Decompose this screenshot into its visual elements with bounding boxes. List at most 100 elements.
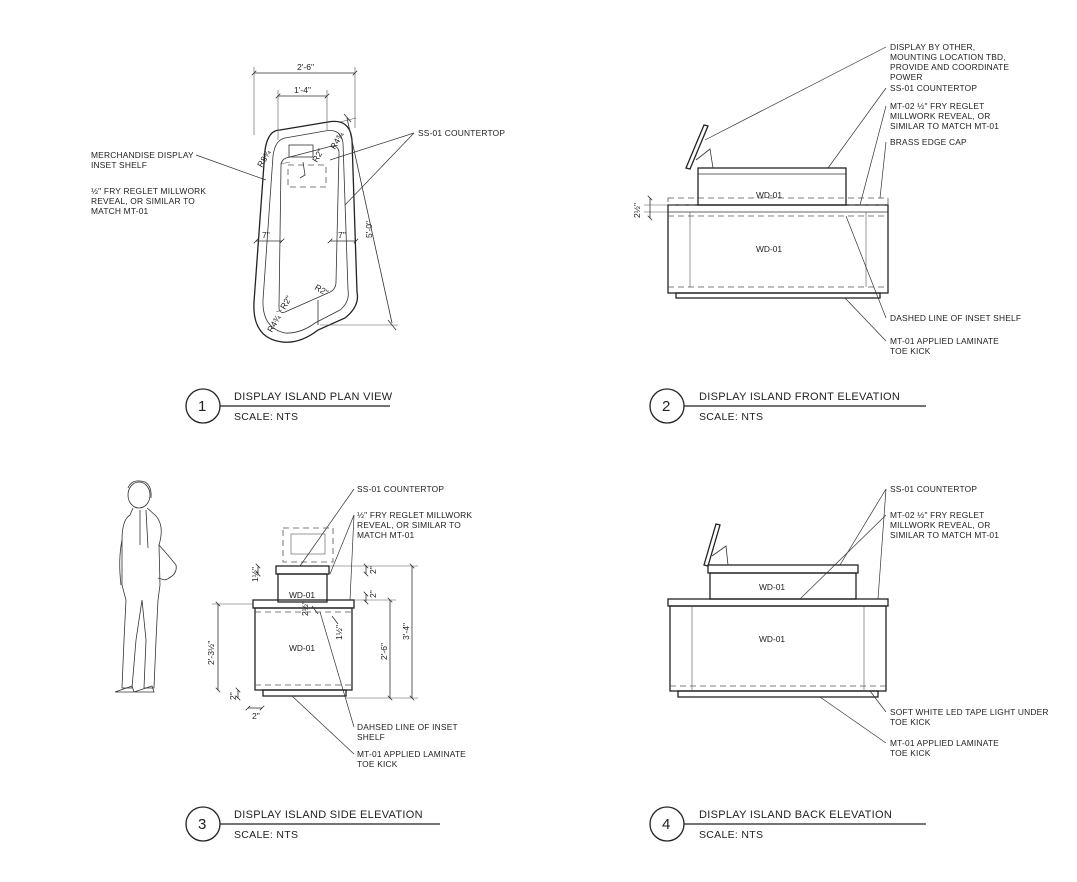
side-note-dashed-2: SHELF <box>357 732 385 742</box>
plan-inner-outline <box>262 130 349 334</box>
front-tag-upper: WD-01 <box>756 190 782 200</box>
note-reglet-2: REVEAL, OR SIMILAR TO <box>91 196 195 206</box>
side-toe-kick <box>262 689 347 697</box>
back-tag-upper: WD-01 <box>759 582 785 592</box>
back-elevation: WD-01 WD-01 SS-01 COUNTERTOP MT-02 ½" FR… <box>667 484 1049 758</box>
dim-right-offset: 7" <box>338 230 346 240</box>
human-figure <box>114 480 177 693</box>
plan-view: 2'-6" 1'-4" 7" 7" 5'-0" R8¾ R2" R4¾ R2" … <box>91 62 505 343</box>
front-note-mt02-3: SIMILAR TO MATCH MT-01 <box>890 121 999 131</box>
dim-left-offset: 7" <box>262 230 270 240</box>
view-title-3: DISPLAY ISLAND SIDE ELEVATION <box>234 809 423 821</box>
plan-monitor-base <box>287 164 327 188</box>
side-dim-lower: 2'-3½" <box>206 641 216 665</box>
back-note-mt02-2: MILLWORK REVEAL, OR <box>890 520 990 530</box>
front-note-display-1: DISPLAY BY OTHER, <box>890 42 975 52</box>
note-merch-1: MERCHANDISE DISPLAY <box>91 150 194 160</box>
view-number-2: 2 <box>662 398 670 415</box>
front-elevation: WD-01 WD-01 2½" DISPLAY BY OTHER, MOUNTI… <box>632 42 1021 356</box>
side-tag-upper: WD-01 <box>289 590 315 600</box>
note-reglet-3: MATCH MT-01 <box>91 206 149 216</box>
view-title-4: DISPLAY ISLAND BACK ELEVATION <box>699 809 892 821</box>
back-note-ss01: SS-01 COUNTERTOP <box>890 484 977 494</box>
dim-length: 5'-0" <box>364 221 374 238</box>
front-note-ss01: SS-01 COUNTERTOP <box>890 83 977 93</box>
side-dim-mid: 2'-6" <box>379 643 389 660</box>
dim-radius-2: R2" <box>310 147 326 164</box>
view-title-1: DISPLAY ISLAND PLAN VIEW <box>234 391 393 403</box>
view-number-4: 4 <box>662 816 670 833</box>
title-block-4: 4 DISPLAY ISLAND BACK ELEVATION SCALE: N… <box>649 806 926 842</box>
back-toe-kick <box>677 690 879 698</box>
view-title-2: DISPLAY ISLAND FRONT ELEVATION <box>699 391 900 403</box>
front-toe-kick <box>675 292 881 299</box>
side-dim-two-a: 2" <box>368 566 378 574</box>
front-note-mt02-1: MT-02 ½" FRY REGLET <box>890 101 984 111</box>
back-tag-lower: WD-01 <box>759 634 785 644</box>
side-note-dashed-1: DAHSED LINE OF INSET <box>357 722 458 732</box>
front-note-display-4: POWER <box>890 72 923 82</box>
dim-radius-5: R2" <box>313 282 330 298</box>
back-base <box>669 605 887 692</box>
note-ss01-plan: SS-01 COUNTERTOP <box>418 128 505 138</box>
side-tag-lower: WD-01 <box>289 643 315 653</box>
plan-outline <box>253 120 359 343</box>
back-note-led-2: TOE KICK <box>890 717 931 727</box>
side-note-reglet-1: ½" FRY REGLET MILLWORK <box>357 510 472 520</box>
view-number-3: 3 <box>198 816 206 833</box>
back-counter <box>667 598 889 607</box>
side-upper-box <box>277 573 328 603</box>
side-top-counter <box>275 565 330 575</box>
side-dim-toe-d: 2" <box>252 711 260 721</box>
front-tag-lower: WD-01 <box>756 244 782 254</box>
view-scale-1: SCALE: NTS <box>234 411 298 423</box>
front-note-dashed: DASHED LINE OF INSET SHELF <box>890 313 1021 323</box>
back-monitor <box>703 523 721 567</box>
side-note-reglet-2: REVEAL, OR SIMILAR TO <box>357 520 461 530</box>
front-note-display-3: PROVIDE AND COORDINATE <box>890 62 1009 72</box>
side-note-toe-2: TOE KICK <box>357 759 398 769</box>
side-dim-toe-h: 2" <box>228 692 238 700</box>
dim-radius-4: R2" <box>278 294 294 311</box>
side-dim-reveal: 1½" <box>334 625 344 640</box>
front-monitor <box>685 124 709 170</box>
view-scale-3: SCALE: NTS <box>234 829 298 841</box>
note-reglet-1: ½" FRY REGLET MILLWORK <box>91 186 206 196</box>
view-scale-4: SCALE: NTS <box>699 829 763 841</box>
plan-monitor <box>288 144 314 158</box>
back-note-toe-1: MT-01 APPLIED LAMINATE <box>890 738 999 748</box>
dim-inner-width: 1'-4" <box>294 85 311 95</box>
front-note-mt02-2: MILLWORK REVEAL, OR <box>890 111 990 121</box>
view-scale-2: SCALE: NTS <box>699 411 763 423</box>
side-monitor <box>282 527 334 563</box>
side-dim-total: 3'-4" <box>401 623 411 640</box>
side-note-toe-1: MT-01 APPLIED LAMINATE <box>357 749 466 759</box>
back-note-mt02-1: MT-02 ½" FRY REGLET <box>890 510 984 520</box>
title-block-2: 2 DISPLAY ISLAND FRONT ELEVATION SCALE: … <box>649 388 926 424</box>
side-note-ss01: SS-01 COUNTERTOP <box>357 484 444 494</box>
dim-overall-width: 2'-6" <box>297 62 314 72</box>
dim-radius-1: R8¾ <box>255 148 273 169</box>
back-note-mt02-3: SIMILAR TO MATCH MT-01 <box>890 530 999 540</box>
side-dim-top-thick: 1½" <box>250 567 260 582</box>
front-note-toe-1: MT-01 APPLIED LAMINATE <box>890 336 999 346</box>
view-number-1: 1 <box>198 398 206 415</box>
front-note-brass: BRASS EDGE CAP <box>890 137 967 147</box>
side-dim-shelf-gap: 2½" <box>300 601 310 616</box>
back-upper-box <box>709 572 857 600</box>
front-dim-top: 2½" <box>632 203 642 218</box>
back-top-counter <box>707 564 859 574</box>
back-note-led-1: SOFT WHITE LED TAPE LIGHT UNDER <box>890 707 1049 717</box>
front-note-toe-2: TOE KICK <box>890 346 931 356</box>
side-elevation: WD-01 WD-01 3'-4" 2'-6" 2" 2" 2'-3½" 1½"… <box>114 480 472 769</box>
front-upper-box <box>697 167 847 206</box>
back-note-toe-2: TOE KICK <box>890 748 931 758</box>
side-dim-two-b: 2" <box>368 590 378 598</box>
side-note-reglet-3: MATCH MT-01 <box>357 530 415 540</box>
note-merch-2: INSET SHELF <box>91 160 147 170</box>
dim-radius-6: R4¾ <box>265 313 283 334</box>
title-block-1: 1 DISPLAY ISLAND PLAN VIEW SCALE: NTS <box>185 388 393 424</box>
front-note-display-2: MOUNTING LOCATION TBD, <box>890 52 1006 62</box>
title-block-3: 3 DISPLAY ISLAND SIDE ELEVATION SCALE: N… <box>185 806 440 842</box>
